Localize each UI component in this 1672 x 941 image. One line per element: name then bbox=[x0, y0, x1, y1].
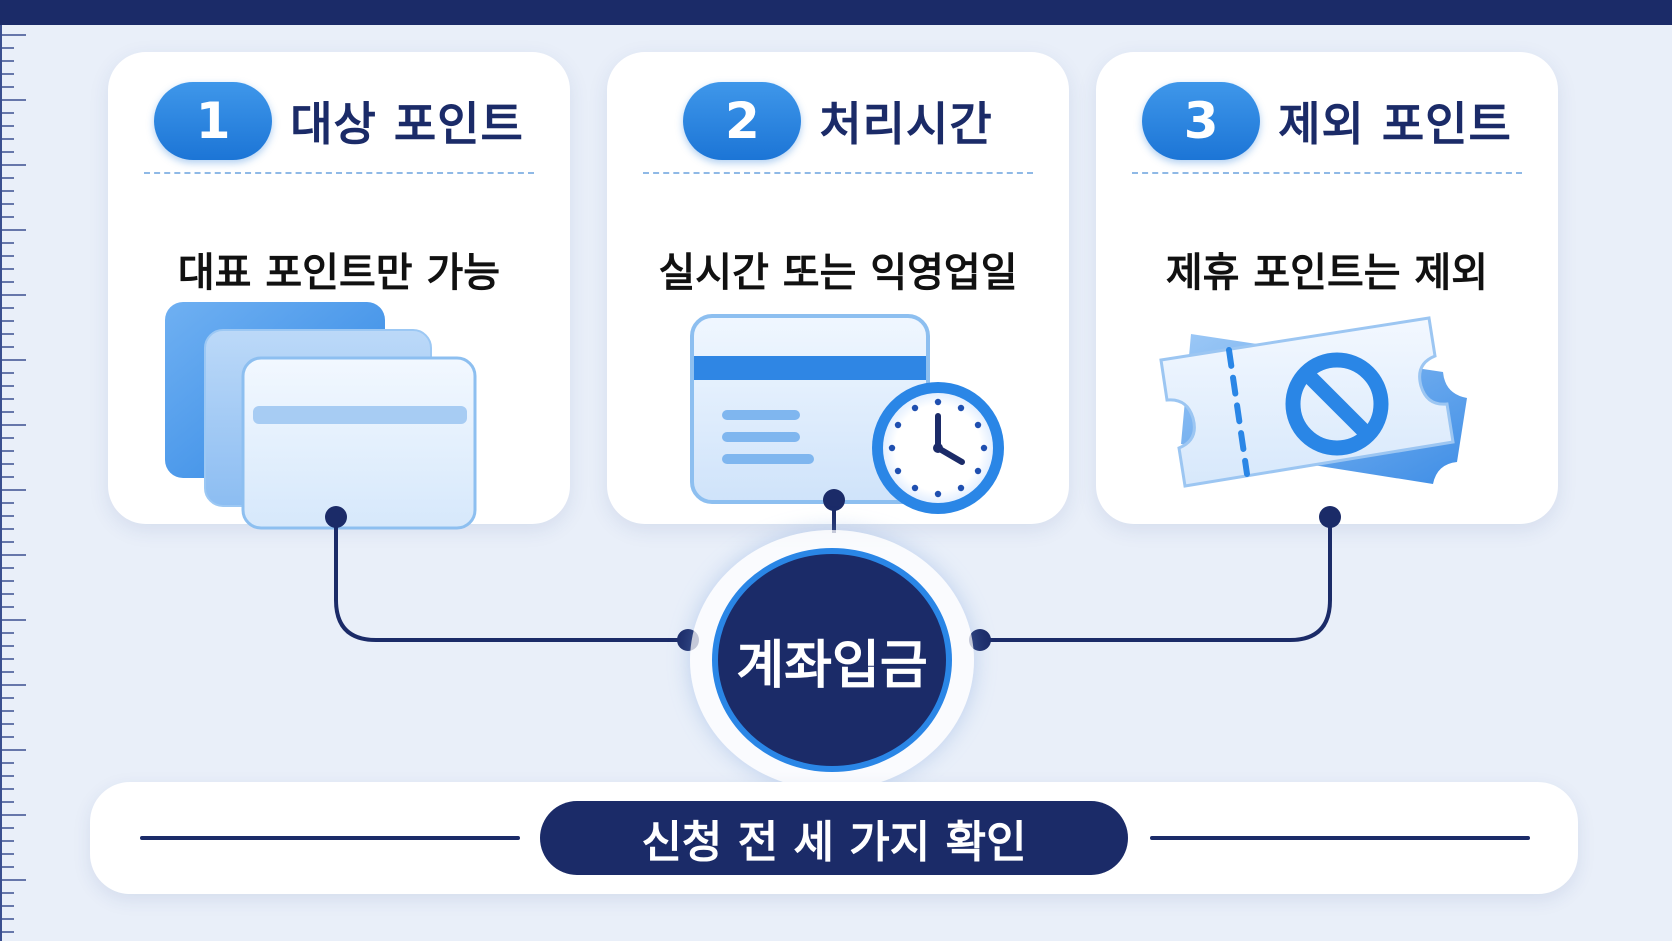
card-excluded-points: 3 제외 포인트 제휴 포인트는 제외 bbox=[1096, 52, 1558, 524]
center-label: 계좌입금 bbox=[736, 635, 928, 696]
footer-banner: 신청 전 세 가지 확인 bbox=[90, 782, 1578, 894]
card-title: 제외 포인트 bbox=[1278, 97, 1512, 151]
step-badge-2: 2 bbox=[683, 82, 802, 160]
card-header: 1 대상 포인트 bbox=[108, 82, 570, 160]
card-target-points: 1 대상 포인트 대표 포인트만 가능 bbox=[108, 52, 570, 530]
card-subtitle: 실시간 또는 익영업일 bbox=[658, 250, 1018, 296]
card-title: 처리시간 bbox=[819, 97, 993, 151]
left-ruler bbox=[0, 25, 26, 941]
card-header: 3 제외 포인트 bbox=[1096, 82, 1558, 160]
step-badge-1: 1 bbox=[154, 82, 273, 160]
card-header: 2 처리시간 bbox=[607, 82, 1069, 160]
top-bar bbox=[0, 0, 1672, 25]
dashed-divider bbox=[643, 172, 1033, 174]
step-badge-3: 3 bbox=[1142, 82, 1261, 160]
ticket-prohibited-icon bbox=[1159, 316, 1467, 488]
center-hub: 계좌입금 bbox=[690, 530, 974, 790]
card-subtitle: 제휴 포인트는 제외 bbox=[1165, 250, 1489, 296]
footer-line-left bbox=[140, 836, 520, 840]
card-clock-icon bbox=[690, 314, 1004, 514]
center-circle: 계좌입금 bbox=[712, 548, 952, 772]
dashed-divider bbox=[144, 172, 534, 174]
card-subtitle: 대표 포인트만 가능 bbox=[177, 250, 501, 296]
card-title: 대상 포인트 bbox=[290, 97, 524, 151]
footer-line-right bbox=[1150, 836, 1530, 840]
stacked-cards-icon bbox=[165, 302, 477, 530]
dashed-divider bbox=[1132, 172, 1522, 174]
card-processing-time: 2 처리시간 실시간 또는 익영업일 bbox=[607, 52, 1069, 524]
footer-pill: 신청 전 세 가지 확인 bbox=[540, 801, 1128, 875]
